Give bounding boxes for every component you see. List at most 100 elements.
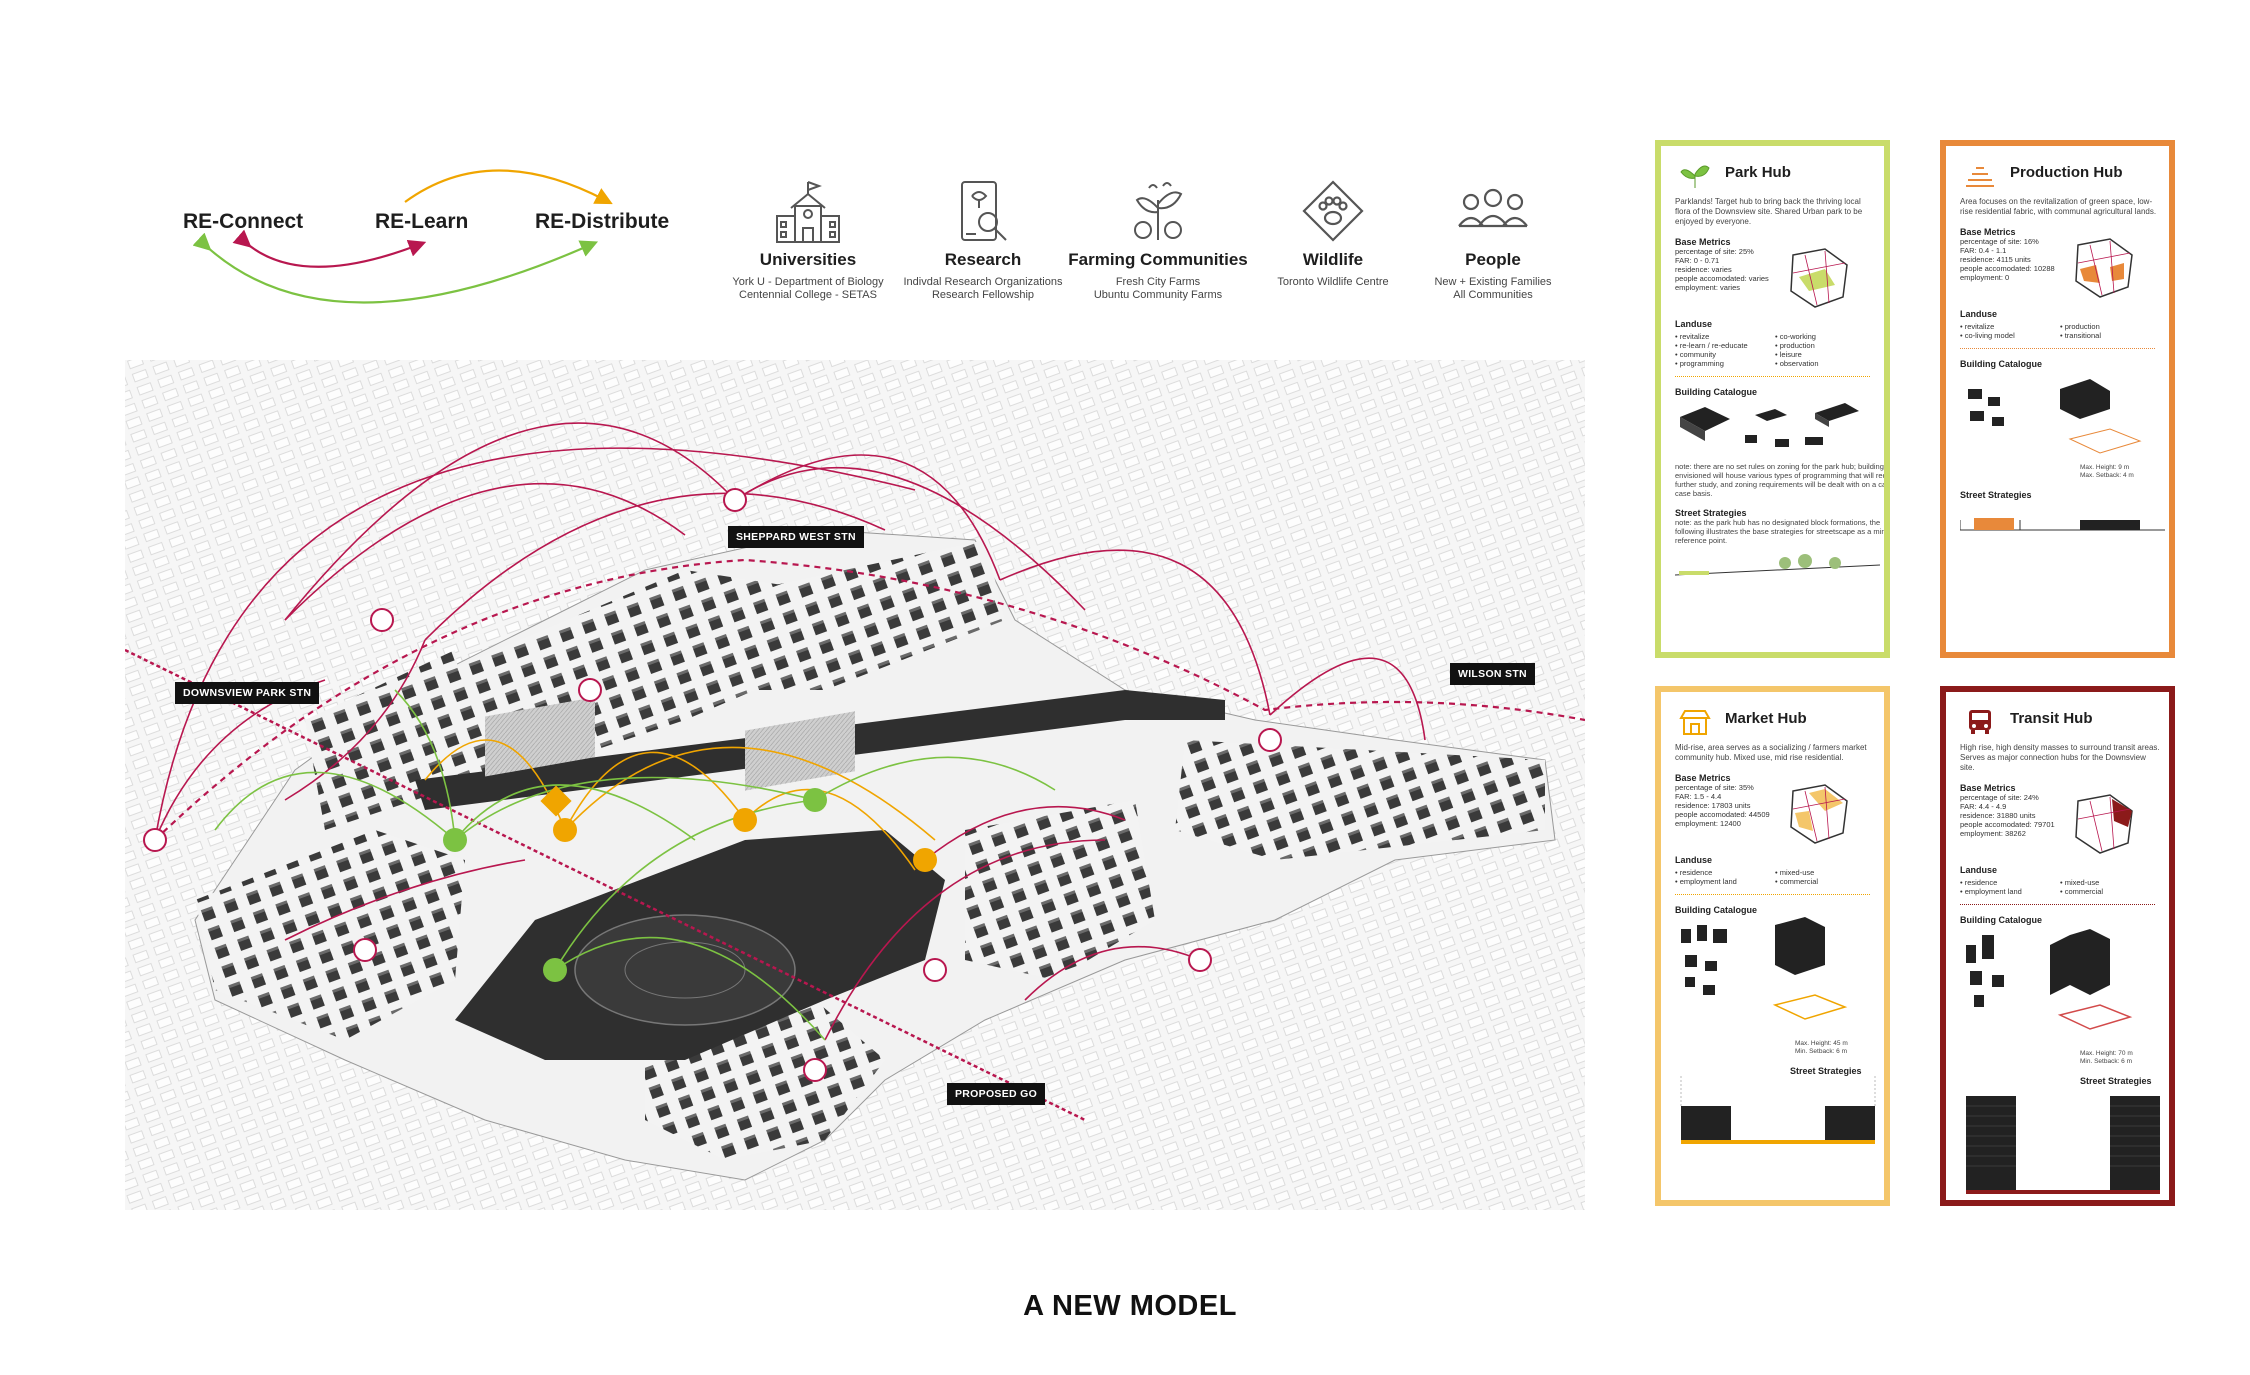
street-note: note: as the park hub has no designated … bbox=[1675, 518, 1890, 545]
base-metrics-heading: Base Metrics bbox=[1675, 237, 1731, 247]
landuse-item: commercial bbox=[1775, 877, 1875, 886]
landuse-item: co-living model bbox=[1960, 331, 2060, 340]
re-connect-label: RE-Connect bbox=[183, 210, 304, 233]
metric-line: percentage of site: 24% bbox=[1960, 793, 2039, 802]
building-catalogue-graphic bbox=[1966, 929, 2133, 1030]
building-catalogue-heading: Building Catalogue bbox=[1960, 915, 2042, 925]
landuse-item: co-working bbox=[1775, 332, 1875, 341]
district-west bbox=[195, 830, 465, 1040]
actor-research: Research Indivdal Research Organizations… bbox=[888, 178, 1078, 302]
base-metrics-heading: Base Metrics bbox=[1960, 783, 2016, 793]
hub-title: Market Hub bbox=[1725, 710, 1807, 727]
landuse-heading: Landuse bbox=[1675, 855, 1713, 865]
landuse-item: revitalize bbox=[1960, 322, 2060, 331]
building-catalogue-graphic bbox=[1681, 917, 1848, 1020]
height-spec: Max. Height: 70 m bbox=[2080, 1050, 2133, 1057]
building-catalogue-graphic bbox=[1680, 403, 1859, 447]
metric-line: residence: 31880 units bbox=[1960, 811, 2036, 820]
hub-description: High rise, high density masses to surrou… bbox=[1960, 743, 2160, 772]
hub-description: Area focuses on the revitalization of gr… bbox=[1960, 197, 2157, 216]
metric-line: employment: 12400 bbox=[1675, 819, 1741, 828]
park-hub-card: Park Hub Parklands! Target hub to bring … bbox=[1655, 140, 1890, 658]
landuse-item: residence bbox=[1675, 868, 1775, 877]
landuse-item: programming bbox=[1675, 359, 1775, 368]
height-spec: Max. Height: 9 m bbox=[2080, 464, 2130, 471]
bus-icon bbox=[1969, 710, 1991, 734]
market-hub-card: Market Hub Mid-rise, area serves as a so… bbox=[1655, 686, 1890, 1206]
metric-line: percentage of site: 35% bbox=[1675, 783, 1754, 792]
station-label-wilson: WILSON STN bbox=[1450, 663, 1535, 685]
street-section-graphic bbox=[1966, 1096, 2160, 1194]
metric-line: FAR: 1.5 - 4.4 bbox=[1675, 792, 1722, 801]
plant-icon bbox=[1134, 182, 1183, 240]
farming-node-markers bbox=[443, 788, 827, 982]
hub-title: Park Hub bbox=[1725, 164, 1791, 181]
landuse-item: revitalize bbox=[1675, 332, 1775, 341]
metric-line: employment: varies bbox=[1675, 283, 1741, 292]
metric-line: people accomodated: 44509 bbox=[1675, 810, 1770, 819]
rail-line bbox=[125, 648, 1086, 1122]
building-catalogue-graphic bbox=[1968, 379, 2142, 454]
site-key-map bbox=[1790, 784, 1848, 844]
landuse-item: re-learn / re-educate bbox=[1675, 341, 1775, 350]
hub-description: Parklands! Target hub to bring back the … bbox=[1675, 197, 1863, 226]
street-section-graphic bbox=[1674, 554, 1881, 576]
actor-farming-communities: Farming Communities Fresh City Farms Ubu… bbox=[1063, 178, 1253, 302]
height-spec: Max. Height: 45 m bbox=[1795, 1040, 1848, 1047]
actor-detail: Ubuntu Community Farms bbox=[1093, 289, 1223, 301]
catalogue-note: note: there are no set rules on zoning f… bbox=[1675, 462, 1890, 498]
production-hub-card: Production Hub Area focuses on the revit… bbox=[1940, 140, 2175, 658]
metric-line: residence: 17803 units bbox=[1675, 801, 1751, 810]
street-strategies-heading: Street Strategies bbox=[2080, 1076, 2152, 1086]
landuse-item: transitional bbox=[2060, 331, 2160, 340]
landuse-item: employment land bbox=[1960, 887, 2060, 896]
metric-line: FAR: 0.4 - 1.1 bbox=[1960, 246, 2007, 255]
actor-name: People bbox=[1465, 250, 1521, 269]
landuse-item: commercial bbox=[2060, 887, 2160, 896]
actor-wildlife: Wildlife Toronto Wildlife Centre bbox=[1238, 178, 1428, 289]
landuse-item: mixed-use bbox=[1775, 868, 1875, 877]
re-relationship-arcs bbox=[192, 169, 613, 304]
setback-spec: Min. Setback: 6 m bbox=[2080, 1058, 2133, 1065]
landuse-heading: Landuse bbox=[1960, 865, 1998, 875]
street-section-graphic bbox=[1959, 518, 2165, 531]
landuse-item: production bbox=[2060, 322, 2160, 331]
actor-universities: Universities York U - Department of Biol… bbox=[713, 178, 903, 302]
landuse-item: community bbox=[1675, 350, 1775, 359]
landuse-list: revitalize production co-living model tr… bbox=[1960, 322, 2160, 340]
actor-name: Research bbox=[944, 250, 1022, 269]
park-mound bbox=[574, 914, 796, 1026]
actor-detail: New + Existing Families bbox=[1434, 276, 1552, 288]
actor-detail: Toronto Wildlife Centre bbox=[1277, 276, 1389, 288]
metric-line: people accomodated: 79701 bbox=[1960, 820, 2055, 829]
metric-line: employment: 0 bbox=[1960, 273, 2010, 282]
street-strategies-heading: Street Strategies bbox=[1790, 1066, 1862, 1076]
base-metrics-heading: Base Metrics bbox=[1960, 227, 2016, 237]
district-northeast bbox=[705, 540, 1005, 690]
re-distribute-label: RE-Distribute bbox=[535, 210, 670, 233]
actor-detail: Indivdal Research Organizations bbox=[903, 276, 1063, 288]
metric-line: percentage of site: 16% bbox=[1960, 237, 2039, 246]
landuse-heading: Landuse bbox=[1675, 319, 1713, 329]
metric-line: people accomodated: varies bbox=[1675, 274, 1769, 283]
axonometric-site-map bbox=[125, 360, 1585, 1210]
metric-line: employment: 38262 bbox=[1960, 829, 2026, 838]
street-strategies-heading: Street Strategies bbox=[1960, 490, 2032, 500]
people-icon bbox=[1458, 188, 1528, 228]
metric-line: residence: varies bbox=[1675, 265, 1732, 274]
landuse-item: employment land bbox=[1675, 877, 1775, 886]
research-icon bbox=[961, 181, 1007, 241]
school-icon bbox=[776, 181, 840, 243]
district-east bbox=[1175, 740, 1545, 860]
landuse-item: leisure bbox=[1775, 350, 1875, 359]
metric-line: FAR: 0 - 0.71 bbox=[1675, 256, 1720, 265]
landuse-item: production bbox=[1775, 341, 1875, 350]
actor-name: Farming Communities bbox=[1068, 250, 1248, 269]
farm-rows-icon bbox=[1966, 167, 1994, 187]
market-stall-icon bbox=[1679, 710, 1711, 735]
page-title: A NEW MODEL bbox=[1023, 1290, 1237, 1322]
site-key-map bbox=[2075, 238, 2133, 298]
hub-title: Transit Hub bbox=[2010, 710, 2093, 727]
hub-description: Mid-rise, area serves as a socializing /… bbox=[1675, 743, 1867, 762]
actor-detail: All Communities bbox=[1453, 289, 1533, 301]
